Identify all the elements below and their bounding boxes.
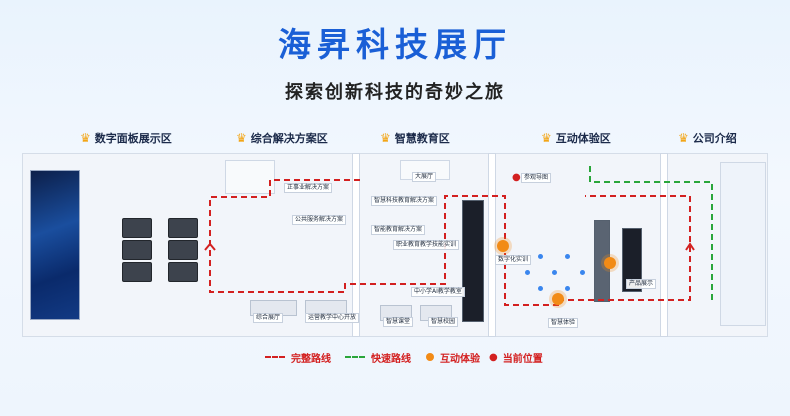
crown-icon: ♛ [236,131,247,145]
red-dashed-line-icon [265,356,285,358]
partition-wall [660,153,668,337]
top-display [225,160,275,194]
map-label: 产品展示 [626,279,657,289]
map-label: 职业教育教学技能实训 [393,240,460,250]
page-title: 海昇科技展厅 [278,25,512,64]
legend-label: 完整路线 [291,353,331,365]
legend-current-location: ● 当前位置 [489,350,543,365]
partition-wall [488,153,496,337]
cabinet [122,218,152,238]
map-label: 正事业解决方案 [284,183,333,193]
floor-marker [538,286,543,291]
legend-label: 快速路线 [371,353,411,365]
display-screen [462,200,484,322]
map-label: 运营教学中心开放 [305,313,360,323]
crown-icon: ♛ [380,131,391,145]
map-label: 智能教育解决方案 [371,225,426,235]
zone-label: 互动体验区 [555,132,611,145]
zone-company[interactable]: ♛ 公司介绍 [678,128,737,148]
zone-label: 智慧教育区 [394,132,450,145]
zone-label: 综合解决方案区 [250,132,328,145]
map-label: 大展厅 [412,172,437,182]
cabinet [168,240,198,260]
legend-interactive: 互动体验 [426,350,480,365]
interactive-point[interactable] [497,240,509,252]
digital-panel-screen [30,170,80,320]
cabinet [122,240,152,260]
location-pin-icon: ● [489,351,498,363]
zone-label: 公司介绍 [692,132,737,145]
interactive-point[interactable] [552,293,564,305]
map-label: 公共服务解决方案 [292,215,347,225]
page-subtitle: 探索创新科技的奇妙之旅 [285,82,505,103]
map-label: 综合展厅 [253,313,284,323]
zone-label: 数字面板展示区 [94,132,172,145]
cabinet [168,262,198,282]
legend-label: 互动体验 [440,353,480,365]
zone-interactive[interactable]: ♛ 互动体验区 [541,128,611,148]
route-arrow [685,242,695,251]
floor-marker [565,254,570,259]
display-screen [622,228,642,292]
crown-icon: ♛ [678,131,689,145]
crown-icon: ♛ [80,131,91,145]
company-intro-wall [720,162,766,326]
zone-smart-education[interactable]: ♛ 智慧教育区 [380,128,450,148]
cabinet [168,218,198,238]
map-label: 智慧科技教育解决方案 [371,196,438,206]
zone-digital-panel[interactable]: ♛ 数字面板展示区 [80,128,172,148]
location-pin-icon: ● [512,172,521,183]
floor-marker [565,286,570,291]
map-label: 智慧课堂 [383,317,414,327]
map-label: 数字化实训 [495,255,532,265]
legend-fast-route: 快速路线 [345,350,411,365]
map-label: 智慧校园 [428,317,459,327]
green-dashed-line-icon [345,356,365,358]
partition-wall [352,153,360,337]
route-arrow [204,242,216,251]
floor-marker [580,270,585,275]
zone-solutions[interactable]: ♛ 综合解决方案区 [236,128,328,148]
floor-marker [538,254,543,259]
map-label: 智慧体验 [548,318,579,328]
interactive-point[interactable] [604,257,616,269]
crown-icon: ♛ [541,131,552,145]
legend-label: 当前位置 [502,353,543,365]
floor-marker [552,270,557,275]
map-label: 参观导图 [521,173,552,183]
orange-dot-icon [426,353,434,361]
legend-full-route: 完整路线 [265,350,331,365]
floor-marker [525,270,530,275]
map-label: 中小学AI教学教室 [411,287,465,297]
cabinet [122,262,152,282]
